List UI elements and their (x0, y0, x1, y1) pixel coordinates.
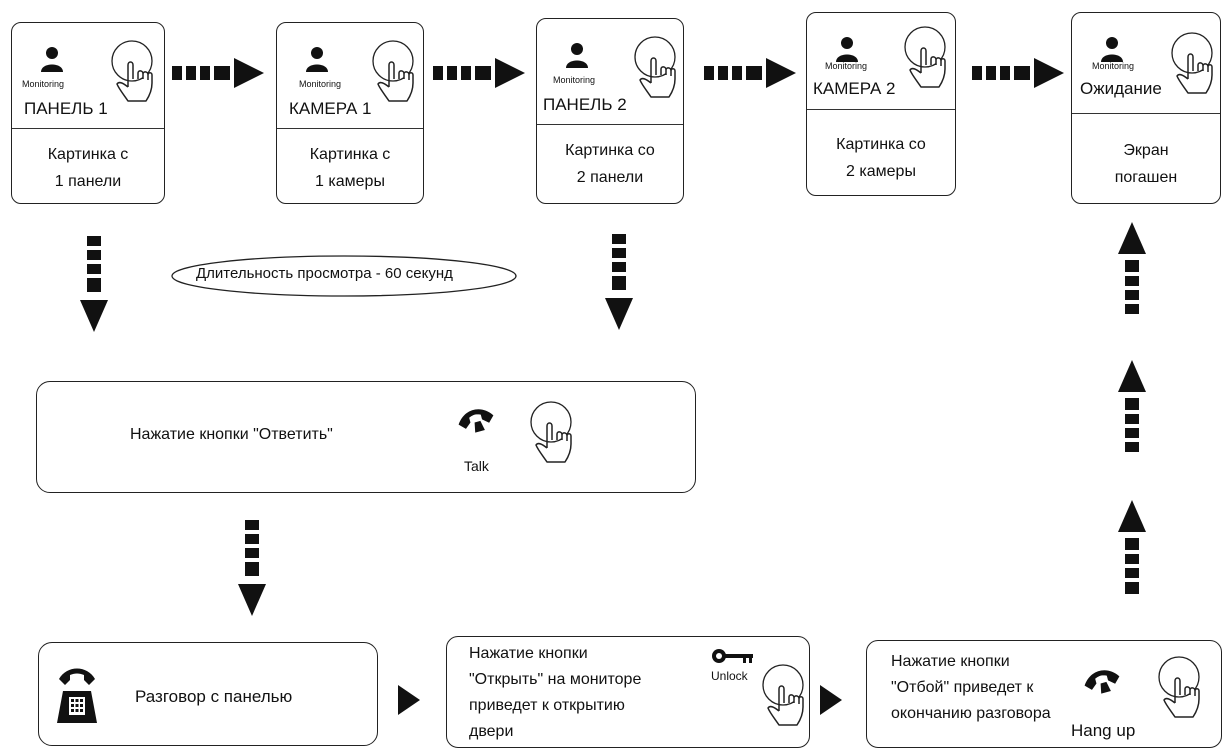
monitoring-label: Monitoring (553, 75, 596, 85)
body-line: погашен (1114, 169, 1178, 186)
talk-text: Разговор с панелью (135, 687, 293, 706)
handset-icon (1084, 670, 1120, 694)
hangup-label: Hang up (1071, 721, 1136, 740)
unlock-line: "Открыть" на мониторе (469, 671, 642, 688)
card-camera-1: Monitoring КАМЕРА 1 Картинка с 1 камеры (276, 22, 424, 204)
dashed-arrow-right (972, 58, 1064, 88)
handset-icon (458, 409, 494, 433)
hand-press-icon[interactable] (631, 35, 681, 101)
body-line: 1 панели (54, 173, 122, 190)
card-body: Картинка с 1 камеры (277, 141, 423, 195)
hand-press-icon[interactable] (901, 25, 951, 91)
card-body: Картинка со 2 панели (537, 137, 683, 191)
divider (12, 128, 164, 129)
dashed-arrow-down (238, 520, 266, 616)
card-body: Картинка со 2 камеры (807, 131, 955, 185)
desk-phone-icon (57, 668, 97, 723)
person-icon (41, 47, 63, 72)
dashed-arrow-down (605, 234, 633, 330)
hangup-line: Нажатие кнопки (891, 653, 1010, 670)
divider (1072, 113, 1220, 114)
answer-text: Нажатие кнопки "Ответить" (130, 426, 333, 443)
body-line: Картинка со (565, 142, 655, 159)
arrow-right (820, 685, 842, 715)
card-body: Картинка с 1 панели (12, 141, 164, 195)
dashed-arrow-up (1118, 360, 1146, 452)
monitoring-label: Monitoring (22, 79, 65, 89)
person-icon (566, 43, 588, 68)
monitoring-label: Monitoring (1092, 61, 1135, 71)
dashed-arrow-up (1118, 222, 1146, 314)
dashed-arrow-right (172, 58, 264, 88)
divider (807, 109, 955, 110)
body-line: Картинка со (836, 136, 926, 153)
unlock-line: приведет к открытию (469, 697, 625, 714)
unlock-line: Нажатие кнопки (469, 645, 588, 662)
card-camera-2: Monitoring КАМЕРА 2 Картинка со 2 камеры (806, 12, 956, 196)
card-standby: Monitoring Ожидание Экран погашен (1071, 12, 1221, 204)
arrow-right (398, 685, 420, 715)
hand-press-icon[interactable] (108, 39, 158, 105)
person-icon (306, 47, 328, 72)
dashed-arrow-down (80, 236, 108, 332)
hand-press-icon[interactable] (1168, 31, 1218, 97)
body-line: Экран (1123, 142, 1169, 159)
duration-note: Длительность просмотра - 60 секунд (196, 265, 453, 282)
body-line: 1 камеры (315, 173, 385, 190)
body-line: 2 панели (576, 169, 644, 186)
dashed-arrow-right (433, 58, 525, 88)
person-icon (1101, 37, 1123, 62)
body-line: Картинка с (47, 146, 129, 163)
hand-press-icon[interactable] (527, 400, 577, 466)
talk-box: Разговор с панелью (38, 642, 378, 746)
body-line: 2 камеры (846, 163, 916, 180)
card-title: КАМЕРА 1 (289, 99, 372, 118)
duration-ellipse (171, 255, 517, 297)
card-panel-1: Monitoring ПАНЕЛЬ 1 Картинка с 1 панели (11, 22, 165, 204)
divider (537, 124, 683, 125)
unlock-label: Unlock (711, 669, 748, 683)
card-title: Ожидание (1080, 79, 1162, 98)
monitoring-label: Monitoring (825, 61, 868, 71)
monitoring-label: Monitoring (299, 79, 342, 89)
card-title: ПАНЕЛЬ 2 (543, 95, 627, 114)
card-title: ПАНЕЛЬ 1 (24, 99, 108, 118)
hangup-line: "Отбой" приведет к (891, 679, 1034, 696)
card-panel-2: Monitoring ПАНЕЛЬ 2 Картинка со 2 панели (536, 18, 684, 204)
talk-label: Talk (464, 458, 489, 474)
body-line: Картинка с (309, 146, 391, 163)
hand-press-icon[interactable] (759, 663, 809, 729)
unlock-line: двери (469, 723, 514, 740)
hangup-line: окончанию разговора (891, 705, 1051, 722)
dashed-arrow-up (1118, 500, 1146, 594)
divider (277, 128, 423, 129)
answer-box: Нажатие кнопки "Ответить" Talk (36, 381, 696, 493)
hangup-box: Нажатие кнопки "Отбой" приведет к оконча… (866, 640, 1222, 748)
dashed-arrow-right (704, 58, 796, 88)
card-title: КАМЕРА 2 (813, 79, 896, 98)
card-body: Экран погашен (1072, 137, 1220, 191)
hand-press-icon[interactable] (1155, 655, 1205, 721)
unlock-box: Нажатие кнопки "Открыть" на мониторе при… (446, 636, 810, 748)
hand-press-icon[interactable] (369, 39, 419, 105)
key-icon (712, 649, 753, 663)
person-icon (836, 37, 858, 62)
